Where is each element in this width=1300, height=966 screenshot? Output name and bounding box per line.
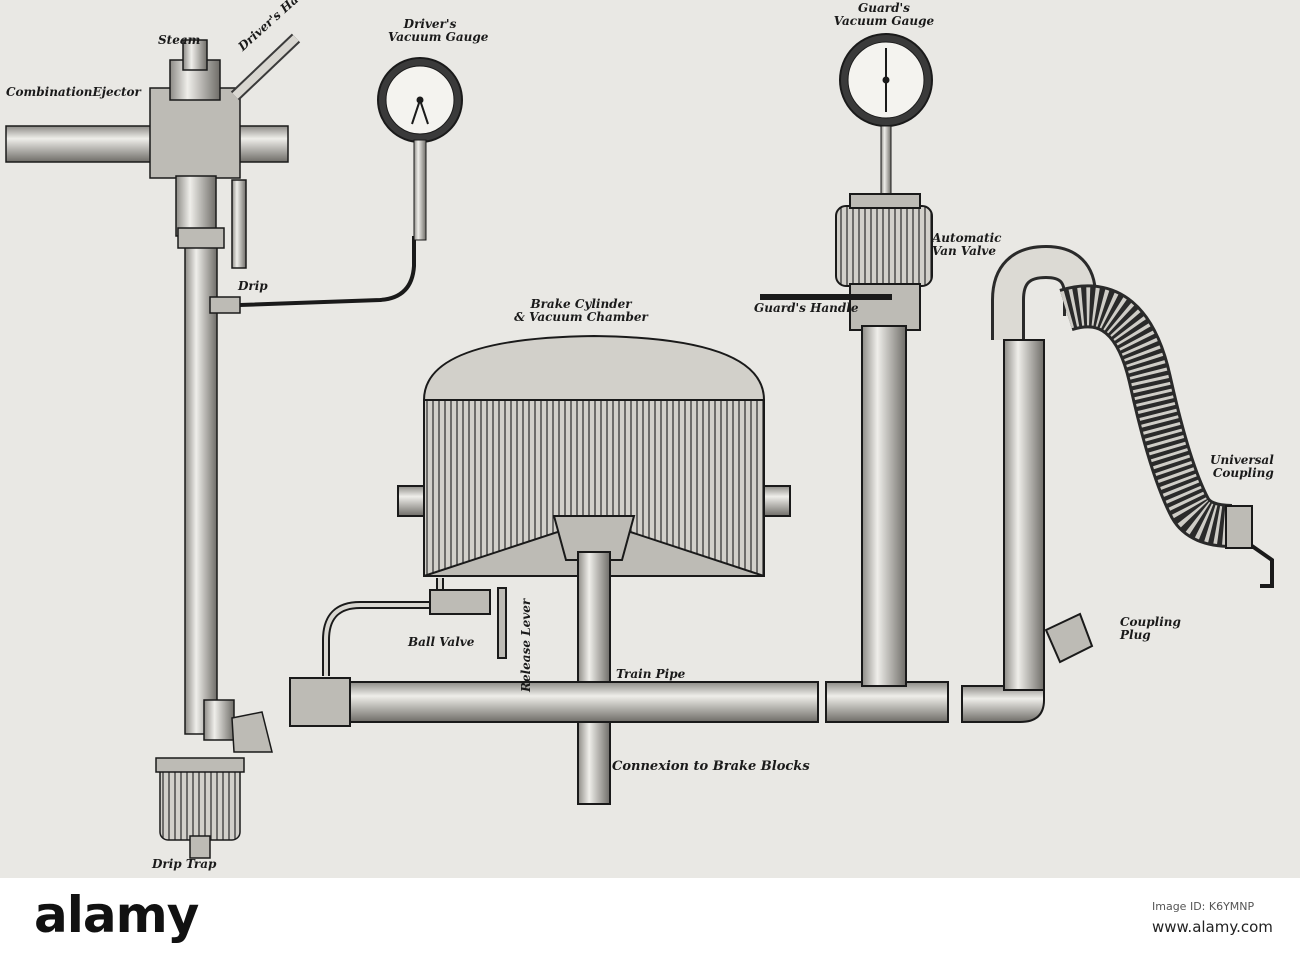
- label-ball-valve: Ball Valve: [408, 635, 475, 649]
- automatic-van-valve-body: [760, 193, 933, 687]
- label-guards-vacuum-gauge-line-1: Guard's: [858, 1, 910, 15]
- label-drivers-vacuum-gauge-line-1: Driver's: [403, 17, 457, 31]
- label-drip-trap: Drip Trap: [152, 857, 217, 871]
- label-guards-vacuum-gauge: Guard's Vacuum Gauge: [826, 2, 942, 28]
- label-release-lever: Release Lever: [519, 598, 533, 692]
- train-pipe: [289, 677, 949, 727]
- label-drivers-vacuum-gauge: Driver's Vacuum Gauge: [388, 17, 489, 44]
- ball-valve-assembly: [322, 578, 507, 676]
- combination-ejector-assembly: [5, 33, 416, 859]
- label-drivers-vacuum-gauge-line-2: Vacuum Gauge: [388, 30, 489, 44]
- drivers-handle: [230, 33, 301, 101]
- label-brake-cylinder: Brake Cylinder & Vacuum Chamber: [488, 298, 674, 324]
- diagram-plate: Steam CombinationEjector Driver's Handle…: [0, 0, 1300, 878]
- coupling-pipe: [961, 244, 1097, 723]
- flexible-hose: [1059, 284, 1274, 588]
- brake-cylinder: [397, 334, 791, 577]
- label-coupling-plug: Coupling Plug: [1120, 616, 1181, 642]
- brake-rod: [577, 551, 611, 805]
- image-id: Image ID: K6YMNP: [1152, 900, 1255, 913]
- steam-inlet: [182, 39, 208, 71]
- label-coupling-plug-line-2: Plug: [1120, 628, 1151, 642]
- ejector-exhaust-pipe: [5, 125, 289, 163]
- label-train-pipe: Train Pipe: [616, 667, 686, 681]
- label-universal-coupling-line-1: Universal: [1210, 453, 1274, 467]
- drivers-vacuum-gauge: [377, 57, 463, 241]
- drip-trap-body: [155, 757, 245, 859]
- label-universal-coupling: Universal Coupling: [1210, 454, 1274, 480]
- label-drip: Drip: [238, 279, 268, 293]
- label-brake-cylinder-line-1: Brake Cylinder: [530, 297, 632, 311]
- alamy-logo: alamy: [34, 886, 199, 944]
- label-automatic-van-valve-line-1: Automatic: [932, 231, 1002, 245]
- label-connexion-to-brake-blocks: Connexion to Brake Blocks: [612, 759, 810, 774]
- watermark-url: www.alamy.com: [1152, 918, 1273, 936]
- label-guards-handle: Guard's Handle: [754, 301, 859, 315]
- label-guards-vacuum-gauge-line-2: Vacuum Gauge: [833, 14, 935, 28]
- label-automatic-van-valve-line-2: Van Valve: [932, 244, 997, 258]
- label-combination-ejector: CombinationEjector: [6, 85, 141, 99]
- vacuum-brake-illustration: [5, 33, 1274, 859]
- guards-vacuum-gauge: [839, 33, 933, 197]
- drip-pipe: [184, 233, 218, 735]
- label-coupling-plug-line-1: Coupling: [1120, 615, 1181, 629]
- label-steam: Steam: [158, 33, 201, 47]
- label-universal-coupling-line-2: Coupling: [1212, 466, 1274, 480]
- label-automatic-van-valve: Automatic Van Valve: [932, 232, 1001, 258]
- label-brake-cylinder-line-2: & Vacuum Chamber: [514, 310, 648, 324]
- watermark-bar: alamy Image ID: K6YMNP www.alamy.com: [0, 878, 1300, 966]
